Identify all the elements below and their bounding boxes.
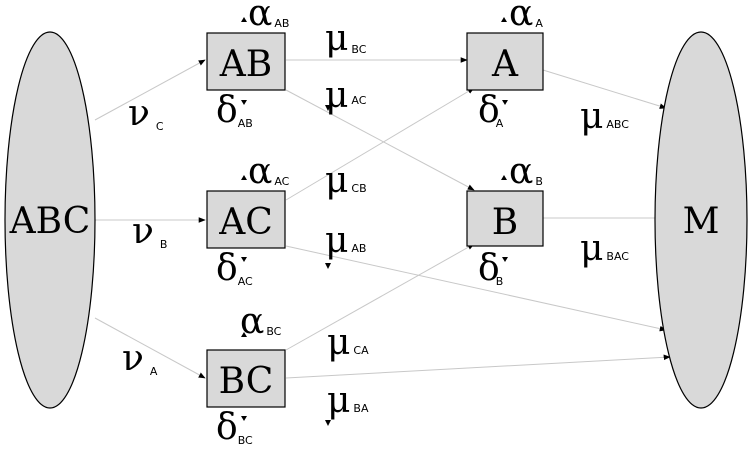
node-ac-label: AC xyxy=(218,202,273,243)
arrow-up-icon xyxy=(241,332,247,337)
node-abc: ABC xyxy=(4,31,96,409)
node-m-label: M xyxy=(683,201,720,242)
arrow-down-icon xyxy=(241,416,247,421)
arrow-down-icon xyxy=(325,105,331,111)
node-bc-label: BC xyxy=(219,361,274,402)
node-ab-label: AB xyxy=(219,44,272,85)
edge-bc-b xyxy=(285,243,475,351)
node-a: A xyxy=(466,32,544,91)
arrow-up-icon xyxy=(501,175,507,180)
arrow-down-icon xyxy=(502,100,508,105)
rate-delta-ac: δAC xyxy=(216,248,253,289)
edge-abc-ab xyxy=(94,59,206,121)
edge-ac-m xyxy=(285,245,667,332)
edge-bc-m xyxy=(285,354,671,379)
arrow-up-icon xyxy=(241,175,247,180)
node-abc-label: ABC xyxy=(9,201,91,242)
rate-delta-ab: δAB xyxy=(216,90,253,131)
arrow-up-icon xyxy=(501,17,507,22)
edge-abc-bc xyxy=(94,317,206,379)
node-ab: AB xyxy=(206,32,286,91)
edge-a-m xyxy=(542,69,667,109)
edge-ab-b xyxy=(285,89,475,191)
edge-ac-a xyxy=(285,87,475,201)
tiny-arrows xyxy=(241,17,508,426)
arrow-up-icon xyxy=(241,17,247,22)
node-ac: AC xyxy=(206,190,286,249)
rate-delta-a: δA xyxy=(478,90,504,131)
arrow-down-icon xyxy=(325,263,331,269)
node-a-label: A xyxy=(491,44,519,85)
rate-delta-b: δB xyxy=(478,248,503,289)
node-b-label: B xyxy=(492,202,518,243)
edges xyxy=(94,57,671,379)
node-bc: BC xyxy=(206,349,286,408)
arrow-down-icon xyxy=(241,100,247,105)
node-b: B xyxy=(466,190,544,247)
arrow-down-icon xyxy=(325,420,331,426)
rate-delta-bc: δBC xyxy=(216,407,253,448)
node-m: M xyxy=(654,31,748,409)
arrow-down-icon xyxy=(502,257,508,262)
arrow-down-icon xyxy=(241,257,247,262)
